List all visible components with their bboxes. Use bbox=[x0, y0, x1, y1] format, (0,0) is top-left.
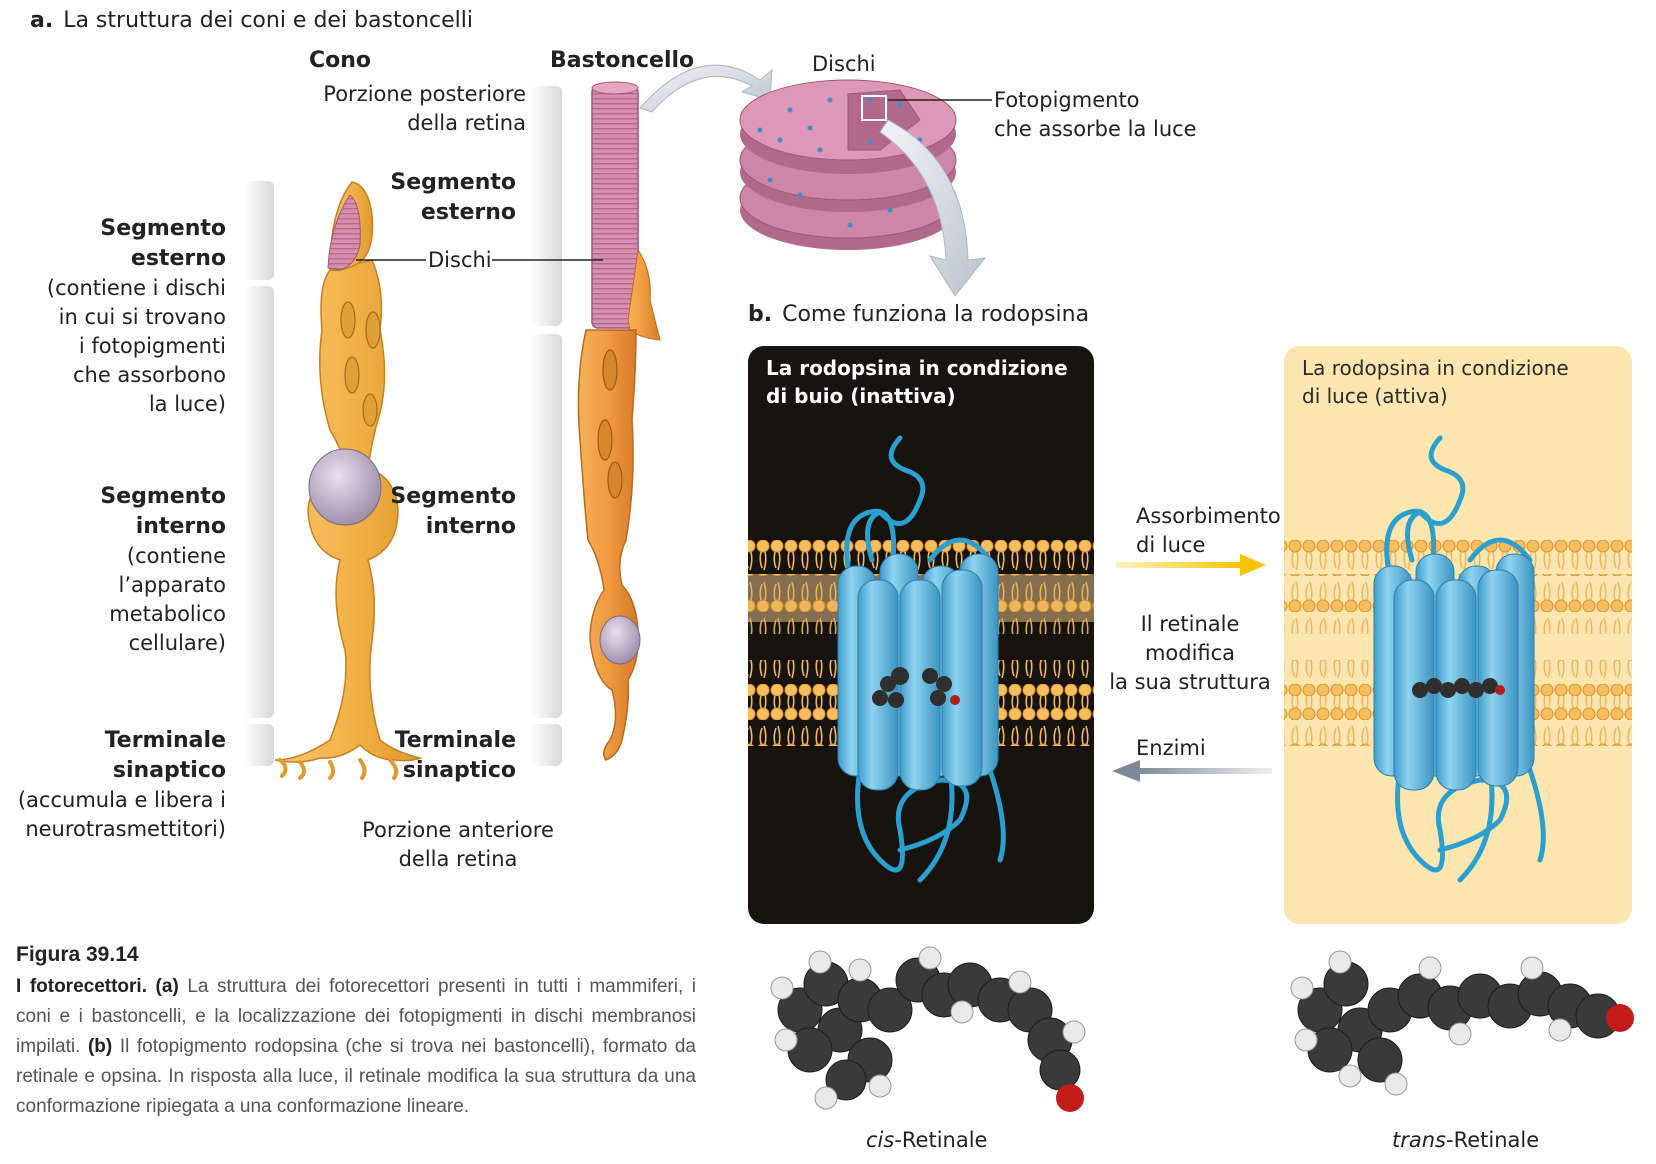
caption-a-text: La struttura dei fotorecettori presenti … bbox=[16, 976, 697, 1057]
section-b-heading: b. Come funziona la rodopsina bbox=[748, 302, 1089, 327]
trans-retinal-molecule bbox=[1290, 950, 1634, 1096]
cone-outer-segment-label: Segmento esterno bbox=[100, 216, 226, 271]
section-b-title: Come funziona la rodopsina bbox=[782, 302, 1090, 327]
figure-caption: Figura 39.14 I fotorecettori. (a) La str… bbox=[16, 940, 696, 1122]
light-panel-title: La rodopsina in condizione di luce (atti… bbox=[1302, 356, 1569, 408]
cone-terminal-desc: (accumula e libera i neurotrasmettitori) bbox=[17, 788, 226, 841]
caption-a-tag: (a) bbox=[155, 976, 179, 997]
caption-b-tag: (b) bbox=[87, 1036, 113, 1057]
rod-outer-segment-label: Segmento esterno bbox=[390, 170, 516, 225]
trans-retinal-label: trans-Retinale bbox=[1392, 1126, 1539, 1155]
disc-stack-label: Dischi bbox=[812, 52, 876, 76]
trans-suffix: -Retinale bbox=[1446, 1128, 1540, 1152]
enzymes-arrow bbox=[1112, 760, 1272, 782]
cone-brackets bbox=[244, 181, 274, 766]
cis-prefix: cis bbox=[866, 1128, 895, 1152]
cone-title: Cono bbox=[308, 48, 372, 73]
enzymes-label: Enzimi bbox=[1136, 736, 1206, 760]
discs-label: Dischi bbox=[428, 248, 492, 272]
cone-terminal-label: Terminale sinaptico bbox=[104, 728, 226, 783]
rod-cell bbox=[577, 81, 661, 761]
rod-brackets bbox=[530, 86, 562, 766]
caption-b-text: Il fotopigmento rodopsina (che si trova … bbox=[16, 1036, 697, 1117]
rod-front-retina-label: Porzione anteriore della retina bbox=[362, 818, 554, 871]
retinal-change-label: Il retinale modifica la sua struttura bbox=[1109, 612, 1271, 694]
figure-number: Figura 39.14 bbox=[16, 943, 139, 966]
photopigment-label: Fotopigmento che assorbe la luce bbox=[994, 88, 1197, 141]
dark-panel bbox=[748, 346, 1094, 924]
cone-outer-segment-desc: (contiene i dischi in cui si trovano i f… bbox=[46, 276, 226, 416]
cone-inner-segment-label: Segmento interno bbox=[100, 484, 226, 539]
rod-terminal-label: Terminale sinaptico bbox=[394, 728, 516, 783]
section-a-letter: a. bbox=[30, 8, 54, 33]
light-absorption-arrow bbox=[1116, 554, 1266, 576]
cis-retinal-molecule bbox=[770, 946, 1086, 1112]
cis-suffix: -Retinale bbox=[894, 1128, 988, 1152]
cone-inner-segment-desc: (contiene l’apparato metabolico cellular… bbox=[109, 544, 226, 655]
light-panel bbox=[1284, 346, 1632, 924]
disc-to-rhodopsin-arrow bbox=[879, 119, 987, 297]
dark-panel-title: La rodopsina in condizione di buio (inat… bbox=[766, 356, 1068, 408]
caption-lead: I fotorecettori. bbox=[16, 976, 147, 997]
rod-back-retina-label: Porzione posteriore della retina bbox=[323, 82, 526, 135]
cone-cell bbox=[274, 181, 423, 780]
section-a-heading: a. La struttura dei coni e dei bastoncell… bbox=[30, 8, 473, 33]
light-absorption-label: Assorbimento di luce bbox=[1136, 504, 1281, 557]
rod-title: Bastoncello bbox=[550, 48, 695, 73]
cis-retinal-label: cis-Retinale bbox=[866, 1126, 987, 1155]
rod-inner-segment-label: Segmento interno bbox=[390, 484, 516, 539]
section-a-title: La struttura dei coni e dei bastoncelli bbox=[63, 8, 473, 33]
trans-prefix: trans bbox=[1392, 1128, 1446, 1152]
section-b-letter: b. bbox=[748, 302, 773, 327]
